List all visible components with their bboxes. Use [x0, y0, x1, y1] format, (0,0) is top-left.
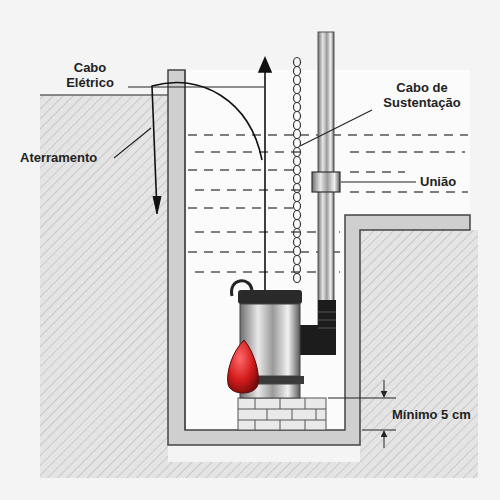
cable-label: Cabo Elétrico [50, 60, 130, 90]
leader-lines [114, 87, 416, 182]
grounding-label: Aterramento [20, 150, 120, 165]
suspension-chain [294, 58, 301, 283]
electric-cable [152, 58, 271, 290]
suspension-label: Cabo de Sustentação [370, 80, 474, 110]
union-fitting [312, 172, 340, 192]
union-label: União [420, 174, 480, 189]
dimension-minimum [328, 380, 396, 448]
discharge-pipe [300, 32, 340, 355]
dimension-label: Mínimo 5 cm [392, 407, 492, 422]
submersible-pump [228, 281, 304, 398]
brick-base [238, 398, 326, 430]
